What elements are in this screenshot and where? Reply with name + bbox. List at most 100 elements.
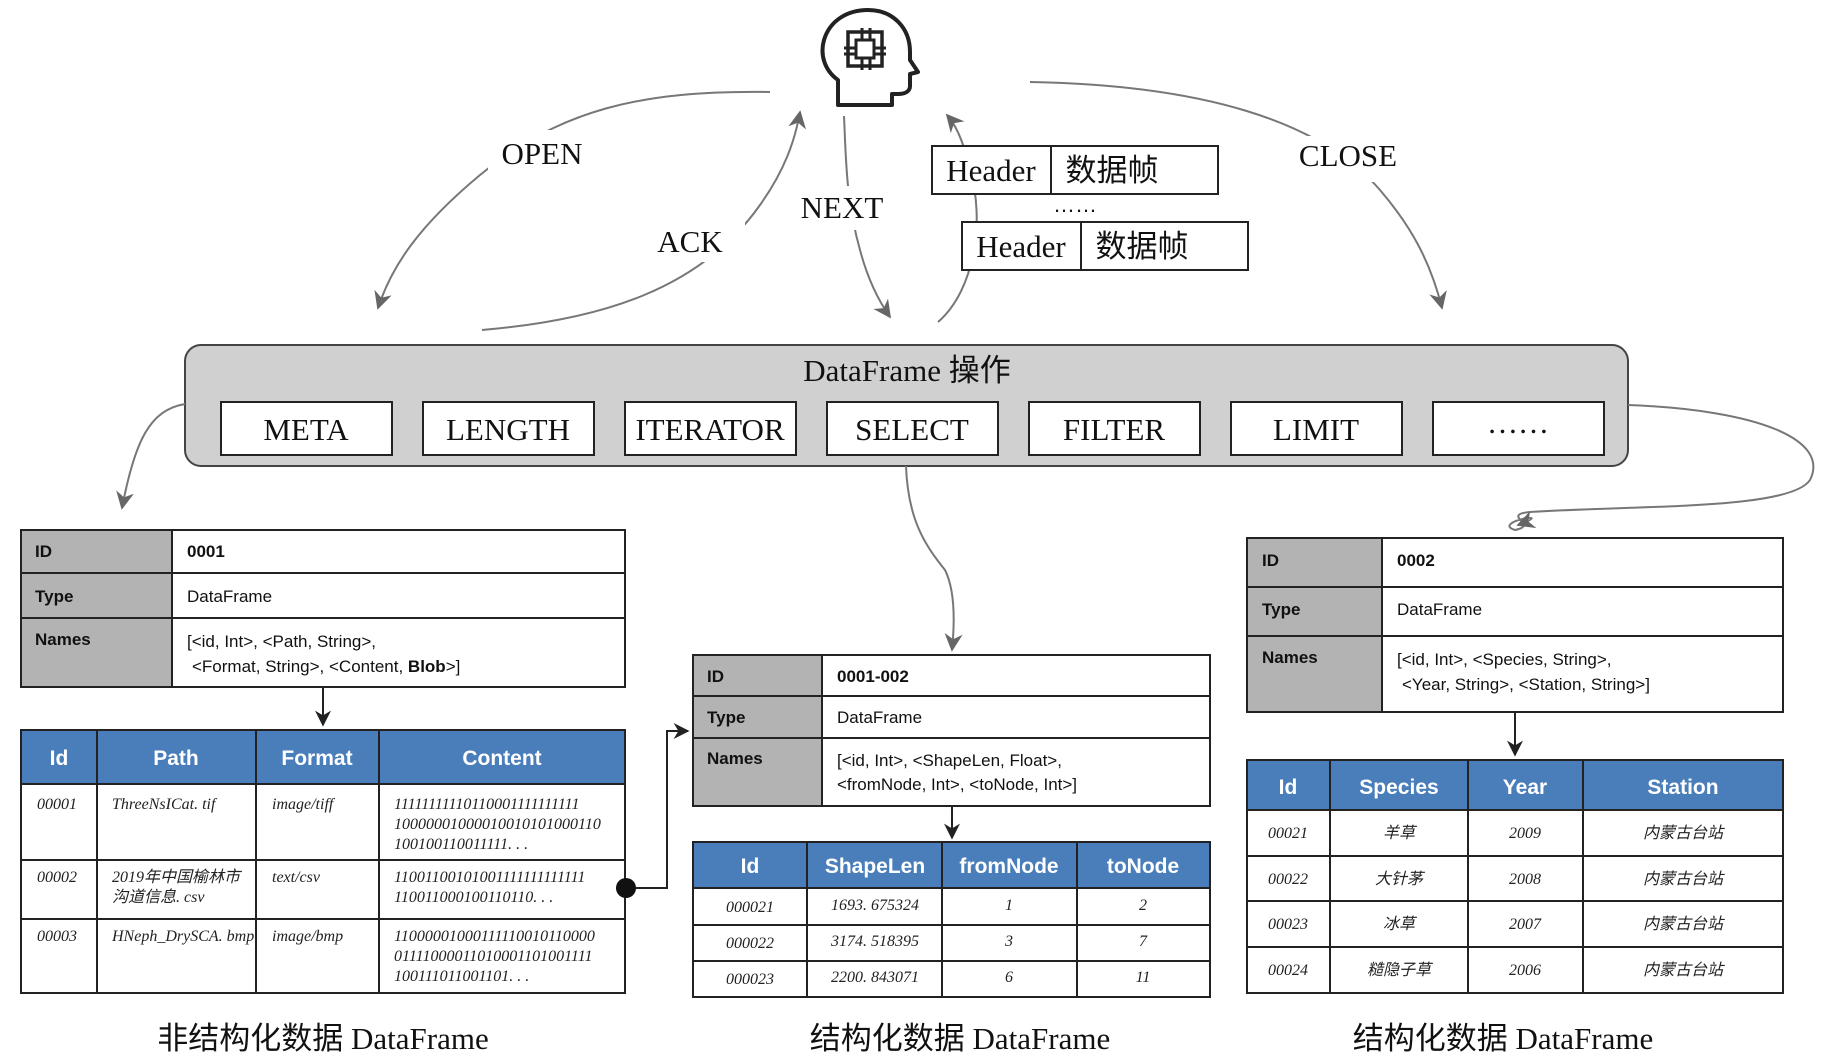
svg-text:0001: 0001	[187, 542, 225, 561]
close-label: CLOSE	[1299, 138, 1397, 173]
svg-text:2006: 2006	[1509, 962, 1541, 979]
ack-label: ACK	[657, 224, 723, 259]
op-iterator: ITERATOR	[624, 401, 797, 456]
svg-text:2007: 2007	[1509, 916, 1542, 933]
svg-text:7: 7	[1139, 933, 1148, 950]
svg-text:[<id, Int>, <Path, String>,: [<id, Int>, <Path, String>,	[187, 632, 376, 651]
svg-text:00023: 00023	[1268, 916, 1308, 933]
svg-text:6: 6	[1005, 969, 1013, 986]
frame-body-label: 数据帧	[1066, 153, 1159, 188]
table-row: 000023 2200. 843071 6 11	[726, 969, 1150, 988]
svg-text:01111000011010001101001111: 01111000011010001101001111	[394, 948, 593, 965]
next-label: NEXT	[801, 190, 884, 225]
svg-text:11000001000111110010110000: 11000001000111110010110000	[394, 928, 595, 945]
svg-text:11111111110110001111111111: 11111111110110001111111111	[394, 796, 579, 813]
svg-text:00024: 00024	[1268, 962, 1308, 979]
svg-text:text/csv: text/csv	[272, 869, 321, 886]
data-frame-top: Header 数据帧	[931, 145, 1219, 195]
svg-text:内蒙古台站: 内蒙古台站	[1643, 824, 1725, 842]
svg-text:内蒙古台站: 内蒙古台站	[1643, 961, 1725, 979]
svg-text:冰草: 冰草	[1383, 915, 1418, 933]
svg-text:Type: Type	[35, 587, 73, 606]
select-connector	[636, 723, 690, 889]
svg-text:Type: Type	[707, 708, 745, 727]
table-row: 00022 大针茅 2008 内蒙古台站	[1268, 870, 1725, 888]
svg-text:3: 3	[1004, 933, 1013, 950]
svg-text:Species: Species	[1359, 776, 1438, 799]
svg-text:Format: Format	[281, 747, 352, 770]
data-frame-bottom: Header 数据帧	[961, 221, 1249, 271]
op-more: ……	[1432, 401, 1605, 456]
op-meta: META	[220, 401, 393, 456]
svg-text:Names: Names	[1262, 648, 1318, 667]
next-arrow	[843, 115, 892, 319]
svg-text:110011000100110110. . .: 110011000100110110. . .	[394, 889, 553, 906]
svg-text:<Format, String>, <Content, B: <Format, String>, <Content, Blob>]	[192, 657, 460, 676]
table-row: 00023 冰草 2007 内蒙古台站	[1268, 915, 1725, 933]
frame-header-label: Header	[946, 153, 1036, 188]
svg-text:00002: 00002	[37, 869, 77, 886]
brain-head-icon	[820, 8, 920, 107]
svg-text:[<id, Int>, <ShapeLen, Float>: [<id, Int>, <ShapeLen, Float>,	[837, 751, 1062, 770]
table-row: 00001 ThreeNsICat. tif image/tiff 111111…	[37, 796, 601, 853]
svg-text:Station: Station	[1647, 776, 1718, 799]
table-row: 00021 羊草 2009 内蒙古台站	[1268, 824, 1725, 842]
right-meta-table: ID 0002 Type DataFrame Names [<id, Int>,…	[1246, 537, 1784, 713]
svg-text:ID: ID	[35, 542, 52, 561]
svg-text:[<id, Int>, <Species, String>: [<id, Int>, <Species, String>,	[1397, 650, 1612, 669]
op-select: SELECT	[826, 401, 999, 456]
svg-text:Id: Id	[741, 855, 760, 878]
op-limit: LIMIT	[1230, 401, 1403, 456]
svg-text:2009: 2009	[1509, 825, 1541, 842]
svg-text:内蒙古台站: 内蒙古台站	[1643, 915, 1725, 933]
svg-text:META: META	[263, 412, 349, 447]
svg-text:羊草: 羊草	[1383, 824, 1418, 842]
svg-text:Content: Content	[462, 747, 541, 770]
svg-text:0001-002: 0001-002	[837, 667, 909, 686]
middle-meta-table: ID 0001-002 Type DataFrame Names [<id, I…	[692, 654, 1211, 807]
svg-text:内蒙古台站: 内蒙古台站	[1643, 870, 1725, 888]
right-data-table: Id Species Year Station 00021 羊草 2009 内蒙…	[1246, 759, 1784, 994]
svg-text:000022: 000022	[726, 935, 774, 952]
open-arrow	[374, 90, 771, 310]
frame-ellipsis: ……	[1053, 192, 1097, 217]
svg-text:1: 1	[1005, 897, 1013, 914]
svg-text:DataFrame: DataFrame	[837, 708, 922, 727]
svg-text:fromNode: fromNode	[959, 855, 1058, 878]
middle-caption: 结构化数据 DataFrame	[810, 1021, 1110, 1056]
svg-text:LIMIT: LIMIT	[1273, 412, 1359, 447]
svg-text:Id: Id	[1279, 776, 1298, 799]
svg-text:Names: Names	[35, 630, 91, 649]
frame-header-label: Header	[976, 229, 1066, 264]
svg-text:00021: 00021	[1268, 825, 1308, 842]
left-data-table: Id Path Format Content 00001 ThreeNsICat…	[20, 729, 626, 994]
svg-text:2200. 843071: 2200. 843071	[831, 969, 919, 986]
connector-to-left	[116, 403, 186, 510]
table-row: 00003 HNeph_DrySCA. bmp image/bmp 110000…	[37, 928, 595, 985]
svg-text:DataFrame: DataFrame	[1397, 600, 1482, 619]
svg-text:大针茅: 大针茅	[1375, 870, 1426, 888]
right-caption: 结构化数据 DataFrame	[1353, 1021, 1653, 1056]
op-length: LENGTH	[422, 401, 595, 456]
svg-text:2008: 2008	[1509, 871, 1541, 888]
svg-text:DataFrame: DataFrame	[187, 587, 272, 606]
svg-text:<Year, String>, <Station, Str: <Year, String>, <Station, String>]	[1402, 675, 1650, 694]
svg-text:Id: Id	[50, 747, 69, 770]
operations-title: DataFrame 操作	[803, 353, 1010, 388]
svg-text:100100110011111. . .: 100100110011111. . .	[394, 836, 528, 853]
svg-text:ThreeNsICat. tif: ThreeNsICat. tif	[112, 796, 218, 813]
connector-to-right	[1508, 404, 1815, 532]
svg-text:Year: Year	[1503, 776, 1547, 799]
svg-text:<fromNode, Int>, <toNode, Int: <fromNode, Int>, <toNode, Int>]	[837, 775, 1077, 794]
svg-text:2019年中国榆林市: 2019年中国榆林市	[112, 868, 242, 886]
svg-text:沟道信息. csv: 沟道信息. csv	[112, 888, 205, 906]
svg-text:image/tiff: image/tiff	[272, 796, 336, 813]
svg-text:ITERATOR: ITERATOR	[635, 412, 785, 447]
svg-text:Path: Path	[153, 747, 199, 770]
select-source-dot	[616, 878, 636, 898]
svg-text:00022: 00022	[1268, 871, 1308, 888]
operations-panel: DataFrame 操作 META LENGTH ITERATOR SELECT…	[184, 344, 1629, 467]
svg-text:11: 11	[1136, 969, 1151, 986]
svg-text:LENGTH: LENGTH	[446, 412, 570, 447]
